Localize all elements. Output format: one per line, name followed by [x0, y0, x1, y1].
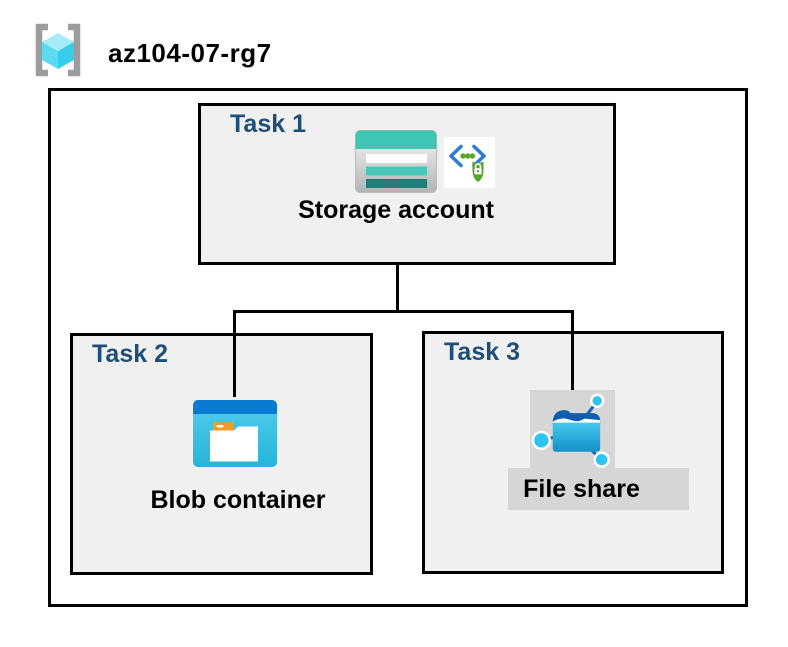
- resource-group-title: az104-07-rg7: [108, 38, 272, 68]
- sas-secured-access-icon: [444, 137, 495, 188]
- file-share-label-chip: File share: [508, 468, 689, 510]
- file-share-icon-chip: [530, 390, 615, 468]
- task1-label: Task 1: [230, 110, 306, 138]
- task2-label: Task 2: [92, 340, 168, 368]
- resource-group-icon: [35, 23, 81, 77]
- task3-label: Task 3: [444, 338, 520, 366]
- connector-to-fileshare: [571, 310, 574, 390]
- file-share-label: File share: [523, 475, 640, 503]
- connector-storage-stem: [396, 264, 399, 313]
- file-share-icon: [531, 393, 610, 468]
- connector-horizontal: [233, 310, 574, 313]
- storage-account-label: Storage account: [298, 196, 494, 224]
- blob-container-icon: [193, 400, 277, 467]
- storage-account-icon: [355, 130, 437, 193]
- blob-container-label: Blob container: [150, 486, 326, 514]
- connector-to-blob: [233, 310, 236, 397]
